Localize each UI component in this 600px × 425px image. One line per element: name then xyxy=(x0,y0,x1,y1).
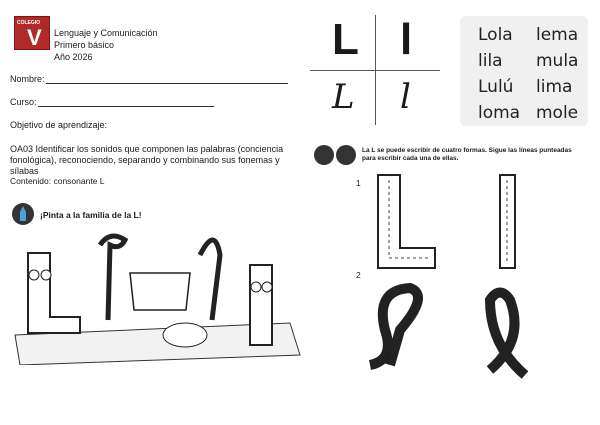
year-label: Año 2026 xyxy=(54,52,93,62)
letter-family-illustration xyxy=(14,233,301,365)
word-item: lila xyxy=(478,51,503,71)
logo-text: COLEGIO xyxy=(17,20,41,26)
course-field-line[interactable] xyxy=(38,106,214,107)
coloring-instruction: ¡Pinta a la familia de la L! xyxy=(40,210,142,220)
word-item: loma xyxy=(478,103,521,123)
eye-icon xyxy=(314,145,334,165)
print-lowercase-l: l xyxy=(400,15,413,64)
word-item: mole xyxy=(536,103,579,123)
word-item: Lola xyxy=(478,25,513,45)
subject-title: Lenguaje y Comunicación xyxy=(54,28,158,38)
print-uppercase-l: L xyxy=(332,15,359,64)
cursive-lowercase-l: l xyxy=(400,77,411,117)
word-item: Lulú xyxy=(478,77,514,97)
letter-grid: L l L l xyxy=(310,15,440,125)
crayon-icon xyxy=(12,203,34,225)
name-label: Nombre: xyxy=(10,74,45,84)
school-logo: COLEGIO V xyxy=(14,16,50,50)
tracing-letters xyxy=(368,174,529,379)
word-item: mula xyxy=(536,51,579,71)
step-number-2: 2 xyxy=(356,270,361,280)
tracing-instruction: La L se puede escribir de cuatro formas.… xyxy=(362,147,572,162)
word-box: Lola lema lila mula Lulú lima loma mole xyxy=(460,16,588,126)
objective-label: Objetivo de aprendizaje: xyxy=(10,120,108,130)
pencil-icon xyxy=(336,145,356,165)
word-item: lema xyxy=(536,25,579,45)
step-number-3: 3 xyxy=(385,352,390,362)
cursive-uppercase-l: L xyxy=(332,77,355,117)
word-item: lima xyxy=(536,77,573,97)
grade-label: Primero básico xyxy=(54,40,115,50)
name-field-line[interactable] xyxy=(46,83,288,84)
content-label: Contenido: consonante L xyxy=(10,176,105,186)
step-number-1: 1 xyxy=(356,178,361,188)
objective-text: OA03 Identificar los sonidos que compone… xyxy=(10,144,284,176)
logo-letter: V xyxy=(27,25,42,50)
course-label: Curso: xyxy=(10,97,37,107)
